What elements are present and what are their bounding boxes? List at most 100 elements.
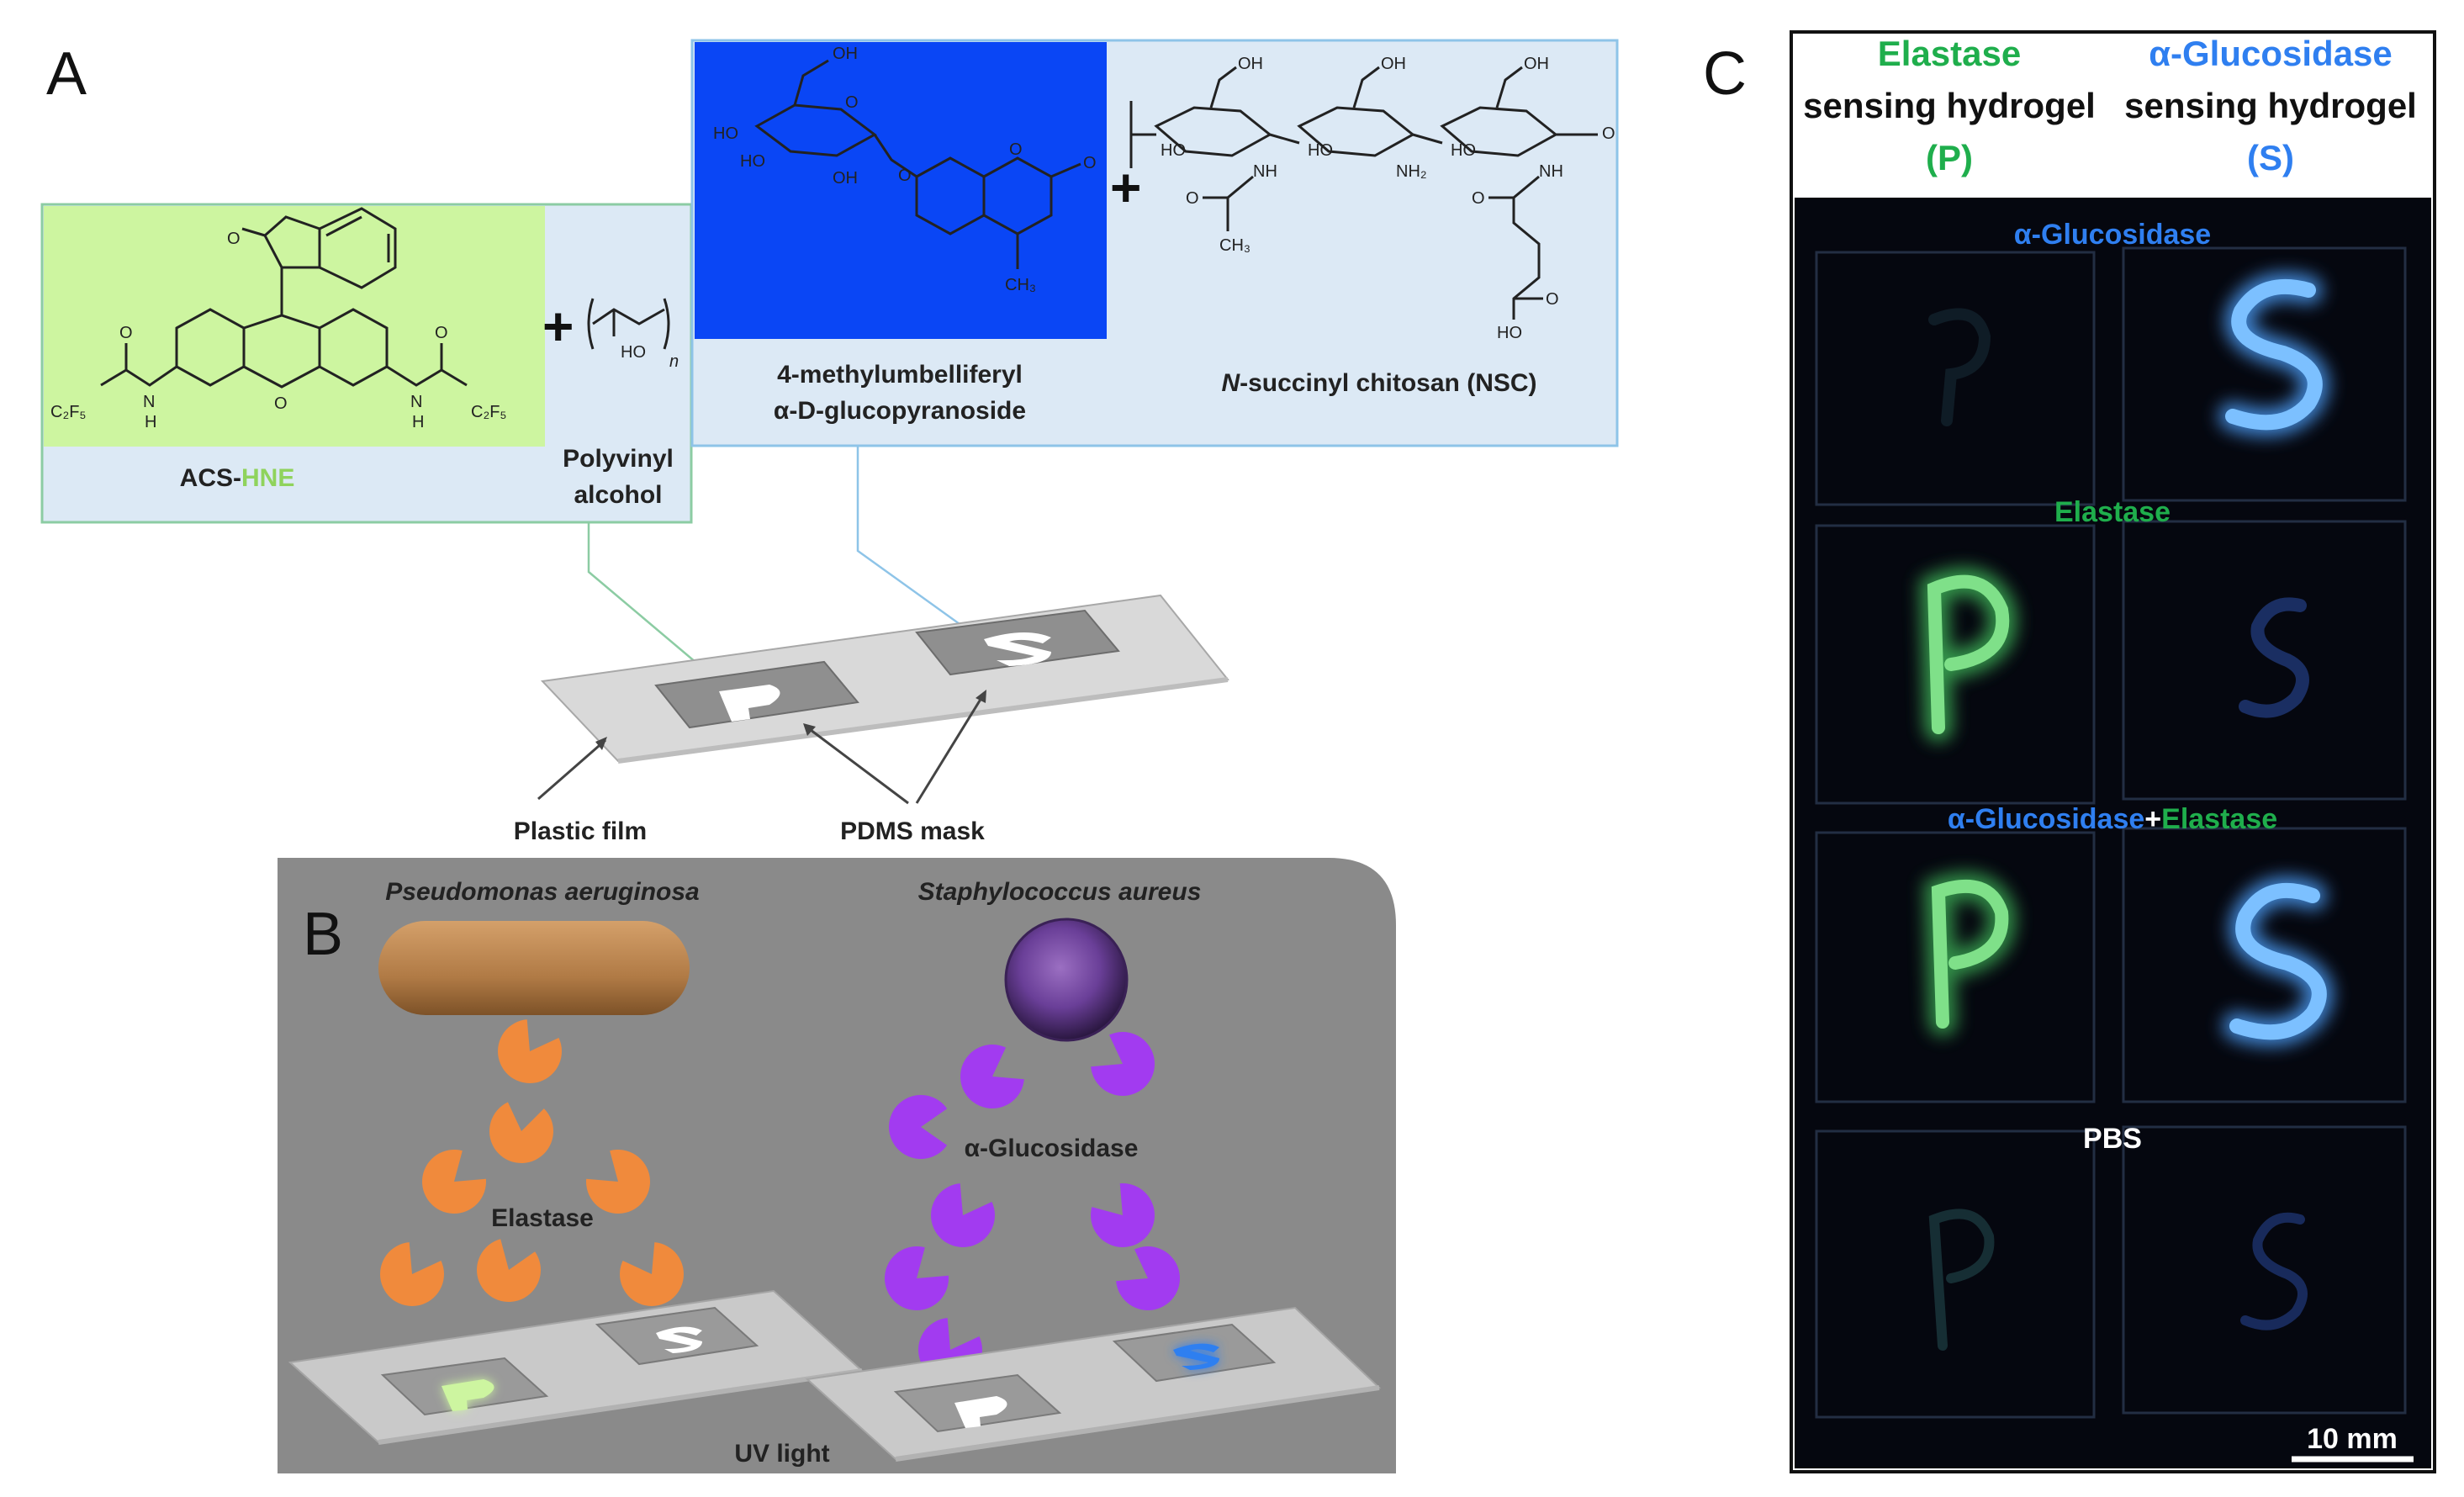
row3-label: α-Glucosidase+Elastase bbox=[1948, 803, 2277, 835]
acs-hne-label: ACS-HNE bbox=[180, 464, 295, 492]
mu-ho-left: HO bbox=[713, 124, 738, 143]
elastase-enzyme-icon bbox=[477, 1239, 542, 1302]
nsc-o-amide: O bbox=[1472, 189, 1485, 208]
nsc-oh-1: OH bbox=[1238, 55, 1263, 73]
uv-light-label: UV light bbox=[734, 1440, 829, 1468]
col2-sensing: sensing hydrogel bbox=[2124, 86, 2417, 125]
elastase-enzyme-icon bbox=[620, 1242, 685, 1307]
nsc-nh-1: NH bbox=[1253, 162, 1277, 181]
letter-p-bright-row3 bbox=[1923, 871, 2017, 1036]
elastase-enzyme-icon bbox=[489, 1102, 553, 1164]
letter-s-bright-row3 bbox=[2223, 875, 2334, 1047]
slide-right-letter-p bbox=[954, 1396, 1007, 1428]
glucosidase-enzyme-icon bbox=[1091, 1032, 1155, 1096]
plus-sign-1: + bbox=[542, 296, 574, 357]
col1-enzyme: Elastase bbox=[1878, 34, 2021, 73]
glucosidase-enzyme-icon bbox=[889, 1095, 948, 1160]
nsc-o-acid: O bbox=[1546, 290, 1559, 309]
mask-letter-p bbox=[719, 685, 780, 722]
pdms-mask-s bbox=[915, 609, 1120, 676]
mu-ch3: CH₃ bbox=[1005, 276, 1036, 294]
acs-h-right: H bbox=[412, 413, 424, 431]
elastase-enzyme-icon bbox=[498, 1019, 563, 1083]
glucosidase-label-b: α-Glucosidase bbox=[965, 1135, 1139, 1162]
panel-letter-b: B bbox=[303, 901, 343, 968]
elastase-label-b: Elastase bbox=[491, 1204, 594, 1232]
arrow-mask-s bbox=[915, 693, 986, 804]
letter-s-faint-row2 bbox=[2239, 597, 2309, 718]
nsc-structure: OH OH OH HO HO HO NH O CH₃ NH₂ NH O O HO… bbox=[1129, 55, 1615, 342]
plastic-film-assembly bbox=[537, 594, 1229, 805]
row2-label: Elastase bbox=[2054, 496, 2171, 528]
nsc-nh2: NH₂ bbox=[1396, 162, 1427, 181]
mu-oh-mid: OH bbox=[833, 169, 858, 188]
hydrogel-squares bbox=[1815, 246, 2407, 1419]
acs-h-left: H bbox=[145, 413, 156, 431]
col2-letter: (S) bbox=[2247, 138, 2294, 177]
pseudomonas-label: Pseudomonas aeruginosa bbox=[385, 878, 699, 906]
arrow-plastic-film bbox=[537, 738, 606, 801]
mask-letter-s bbox=[984, 632, 1051, 666]
pseudomonas-cell bbox=[378, 921, 690, 1015]
glucosidase-enzyme-icon bbox=[960, 1045, 1024, 1109]
scale-bar-label: 10 mm bbox=[2307, 1423, 2398, 1455]
plus-sign-2: + bbox=[1110, 157, 1141, 218]
glucosidase-enzyme-icon bbox=[885, 1246, 949, 1310]
row4-label: PBS bbox=[2083, 1123, 2142, 1155]
mu-label-line1: 4-methylumbelliferyl bbox=[777, 361, 1023, 389]
col2-enzyme: α-Glucosidase bbox=[2149, 34, 2393, 73]
letter-p-bright-row2 bbox=[1919, 567, 2017, 742]
plastic-film-label: Plastic film bbox=[514, 817, 647, 845]
col1-sensing: sensing hydrogel bbox=[1803, 86, 2096, 125]
nsc-ho-2: HO bbox=[1308, 141, 1333, 160]
nsc-oh-2: OH bbox=[1381, 55, 1406, 73]
pva-ho: HO bbox=[621, 343, 646, 362]
mu-o-lactone: O bbox=[1009, 140, 1023, 159]
nsc-o-end: O bbox=[1602, 124, 1615, 143]
mu-o-ring: O bbox=[845, 93, 859, 112]
acs-hne-structure: O O O N H C₂F₅ O N H C₂F₅ bbox=[50, 207, 506, 431]
acs-o-right: O bbox=[435, 324, 448, 342]
elastase-enzyme-icon bbox=[422, 1150, 486, 1214]
slide-right-letter-s bbox=[1173, 1343, 1219, 1370]
panel-letter-a: A bbox=[46, 40, 87, 108]
acs-o-carbonyl: O bbox=[227, 230, 241, 248]
slide-left-letter-s bbox=[656, 1326, 702, 1353]
enzyme-icons bbox=[380, 1019, 1181, 1383]
elastase-enzyme-icon bbox=[586, 1149, 650, 1214]
acs-n-left: N bbox=[143, 393, 155, 411]
hne-label: HNE bbox=[241, 464, 294, 492]
letter-p-faint-row1 bbox=[1928, 308, 1991, 426]
arrow-mask-p bbox=[806, 726, 909, 805]
mu-nsc-box: OH O HO HO OH O O O CH₃ + 4-methylumbell… bbox=[690, 39, 1619, 447]
acs-o-xanthene: O bbox=[274, 394, 288, 413]
glucosidase-enzyme-icon bbox=[931, 1183, 995, 1247]
pdms-mask-label: PDMS mask bbox=[840, 817, 985, 845]
pva-label-line2: alcohol bbox=[574, 481, 662, 509]
mu-oh-top: OH bbox=[833, 45, 858, 63]
pva-n-subscript: n bbox=[669, 352, 679, 371]
panel-letter-c: C bbox=[1703, 40, 1747, 108]
pva-structure: HO n bbox=[587, 298, 679, 371]
nsc-ho-acid: HO bbox=[1497, 324, 1522, 342]
letter-s-bright-row1 bbox=[2218, 272, 2329, 437]
mu-structure: OH O HO HO OH O O O CH₃ bbox=[713, 45, 1097, 294]
letter-p-faint-row4 bbox=[1928, 1209, 1995, 1351]
acs-c2f5-right: C₂F₅ bbox=[471, 403, 506, 421]
letter-s-faint-row4 bbox=[2240, 1212, 2308, 1330]
acs-hne-highlight bbox=[44, 206, 545, 447]
mu-ho-mid: HO bbox=[740, 152, 765, 171]
pva-label-line1: Polyvinyl bbox=[563, 445, 674, 473]
mu-o-link: O bbox=[898, 167, 912, 185]
nsc-oh-3: OH bbox=[1524, 55, 1549, 73]
acs-o-left: O bbox=[119, 324, 133, 342]
elastase-enzyme-icon bbox=[380, 1242, 444, 1306]
col1-letter: (P) bbox=[1926, 138, 1973, 177]
panel-b: B Pseudomonas aeruginosa Staphylococcus … bbox=[278, 858, 1396, 1473]
glucosidase-enzyme-icon bbox=[1091, 1183, 1155, 1247]
row1-label: α-Glucosidase bbox=[2014, 219, 2211, 251]
nsc-label: N-succinyl chitosan (NSC) bbox=[1221, 369, 1536, 397]
staph-label: Staphylococcus aureus bbox=[918, 878, 1202, 906]
nsc-ho-1: HO bbox=[1161, 141, 1186, 160]
